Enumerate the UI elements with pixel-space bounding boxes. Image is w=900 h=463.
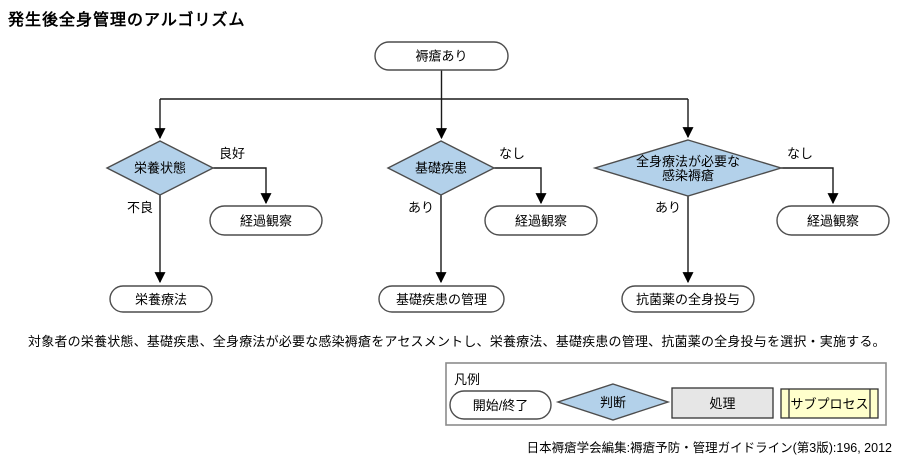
decision-infection-label-line2: 感染褥瘡 [662, 168, 714, 183]
node-observation-3: 経過観察 [776, 205, 890, 236]
legend-process-label: 処理 [709, 396, 735, 411]
edge-start-split [160, 70, 688, 100]
node-decision-nutrition: 栄養状態 [105, 140, 215, 196]
branch-label-present-2: あり [408, 200, 434, 215]
branch-label-present-3: あり [655, 200, 681, 215]
node-observation-1-label: 経過観察 [240, 214, 292, 229]
branch-label-none-2: なし [499, 146, 525, 161]
legend-item-subprocess: サブプロセス [780, 388, 879, 419]
node-observation-2: 経過観察 [484, 205, 598, 236]
node-observation-1: 経過観察 [209, 205, 323, 236]
legend-item-start-end: 開始/終了 [449, 390, 552, 420]
decision-infection-label: 全身療法が必要な [636, 154, 740, 169]
node-decision-infection: 全身療法が必要な 感染褥瘡 [592, 139, 784, 197]
legend-item-decision: 判断 [555, 383, 671, 421]
legend-title: 凡例 [454, 372, 480, 387]
branch-label-none-3: なし [787, 146, 813, 161]
node-start-label: 褥瘡あり [415, 49, 467, 64]
branch-label-poor: 不良 [127, 200, 153, 215]
legend-item-process: 処理 [671, 387, 774, 419]
edge-decision2-no [494, 167, 547, 205]
edge-decision3-no [781, 167, 839, 205]
note-text: 対象者の栄養状態、基礎疾患、全身療法が必要な感染褥瘡をアセスメントし、栄養療法、… [28, 334, 886, 349]
edges [154, 70, 839, 284]
decision-nutrition-label: 栄養状態 [134, 161, 186, 176]
decision-disease-label: 基礎疾患 [415, 161, 467, 176]
legend-border [445, 362, 887, 426]
legend: 凡例 開始/終了 判断 処理 サブプロセス [445, 362, 887, 426]
branch-label-good: 良好 [219, 146, 245, 161]
node-nutrition-therapy-label: 栄養療法 [135, 292, 187, 307]
node-disease-management-label: 基礎疾患の管理 [396, 292, 487, 307]
node-observation-3-label: 経過観察 [807, 214, 859, 229]
node-decision-disease: 基礎疾患 [386, 140, 496, 196]
edge-decision1-no [213, 167, 272, 205]
legend-start-end-label: 開始/終了 [473, 398, 529, 413]
legend-subprocess-label: サブプロセス [790, 397, 868, 412]
legend-decision-label: 判断 [600, 395, 626, 410]
node-observation-2-label: 経過観察 [515, 214, 567, 229]
citation-text: 日本褥瘡学会編集:褥瘡予防・管理ガイドライン(第3版):196, 2012 [526, 441, 892, 455]
node-disease-management: 基礎疾患の管理 [378, 285, 505, 313]
node-antibiotics-label: 抗菌薬の全身投与 [636, 292, 740, 307]
node-antibiotics: 抗菌薬の全身投与 [621, 285, 755, 313]
page-title: 発生後全身管理のアルゴリズム [8, 12, 246, 29]
node-start: 褥瘡あり [374, 41, 509, 71]
node-nutrition-therapy: 栄養療法 [109, 285, 213, 313]
